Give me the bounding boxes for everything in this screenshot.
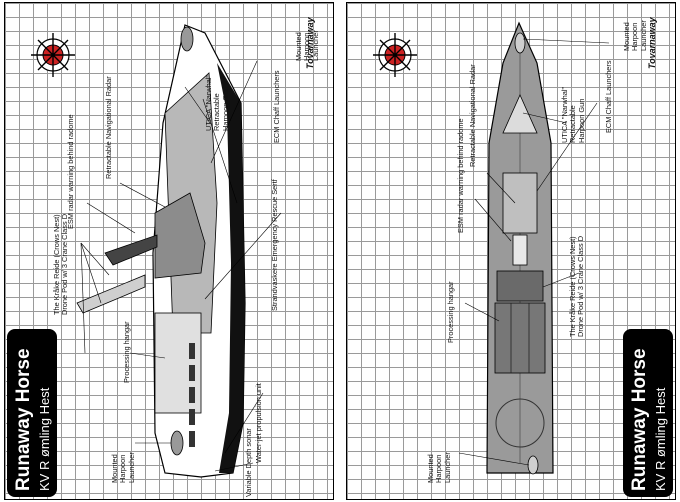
label-waterjet: Water-jet propulsion unit <box>254 383 263 463</box>
helideck-circle <box>495 398 545 448</box>
label-utica-narwhal: UTICA "Narwhal" Retractable Harpoon Gun <box>560 86 586 143</box>
label-ecm-chaff: ECM Chaff Launchers <box>272 70 281 143</box>
harpoon-launcher-fore <box>180 26 194 52</box>
harpoon-launcher-fore-top <box>514 32 526 54</box>
harpoon-launcher-aft-top <box>527 455 539 475</box>
label-retractable-radar: Retractable Navigational Radar <box>104 76 113 179</box>
hangar-top <box>494 302 546 374</box>
label-variable-depth-sonar: Variable Depth sonar <box>244 428 253 497</box>
ship-class: KV R ømling Hest <box>37 387 52 491</box>
hull-waterline <box>217 63 245 473</box>
ship-name: Runaway Horse <box>13 348 34 491</box>
side-view-drawing <box>31 24 282 478</box>
label-harpoon-launcher-fore: Mounted Harpoon Launcher <box>622 20 648 51</box>
faction-logo <box>373 33 417 77</box>
label-krake-reide: The Kråke Reide (Crows Nest) Drone Pod w… <box>568 235 586 337</box>
bridge-block <box>154 192 206 279</box>
label-ecm-chaff: ECM Chaff Launchers <box>604 60 613 133</box>
label-utica-narwhal: UTICA "Narwhal" Retractable Harpoon Gun <box>204 74 230 131</box>
leader-lines <box>458 38 610 466</box>
label-processing-hangar: Processing hangar <box>446 281 455 343</box>
harpoon-launcher-aft <box>170 430 184 456</box>
crows-nest-pod <box>76 274 146 314</box>
mast <box>104 234 158 266</box>
label-esm-radar: ESM radar warning behind radome <box>66 114 75 229</box>
label-krake-reide: The Kråke Reide (Crows Nest) Drone Pod w… <box>52 213 70 315</box>
ship-name: Runaway Horse <box>629 348 650 491</box>
publisher-mark: Tovarnaway <box>647 17 657 69</box>
hull-windows <box>189 343 195 447</box>
bridge-top <box>502 172 538 234</box>
ship-class: KV R ømling Hest <box>653 387 668 491</box>
label-harpoon-launcher-aft: Mounted Harpoon Launcher <box>426 452 452 483</box>
title-block: Runaway Horse KV R ømling Hest <box>7 329 57 497</box>
leader-lines <box>80 60 282 472</box>
label-harpoon-launcher-aft: Mounted Harpoon Launcher <box>110 452 136 483</box>
label-strandvaskere: Strandvaskere Emergency Rescue Sertf <box>270 179 279 311</box>
title-block: Runaway Horse KV R ømling Hest <box>623 329 673 497</box>
radar-mast-top <box>512 234 528 266</box>
top-view-drawing <box>373 21 610 475</box>
side-view-sheet: Tovarnaway Mounted Harpoon Launcher ECM … <box>4 2 334 500</box>
top-view-sheet: Tovarnaway Mounted Harpoon Launcher ECM … <box>346 2 676 500</box>
label-processing-hangar: Processing hangar <box>122 321 131 383</box>
label-retractable-radar: Retractable Navigational Radar <box>468 64 477 167</box>
label-esm-radar: ESM radar warning behind radome <box>456 118 465 233</box>
label-harpoon-launcher-fore: Mounted Harpoon Launcher <box>294 30 320 61</box>
faction-logo <box>31 33 75 77</box>
crows-nest-top <box>496 270 544 302</box>
